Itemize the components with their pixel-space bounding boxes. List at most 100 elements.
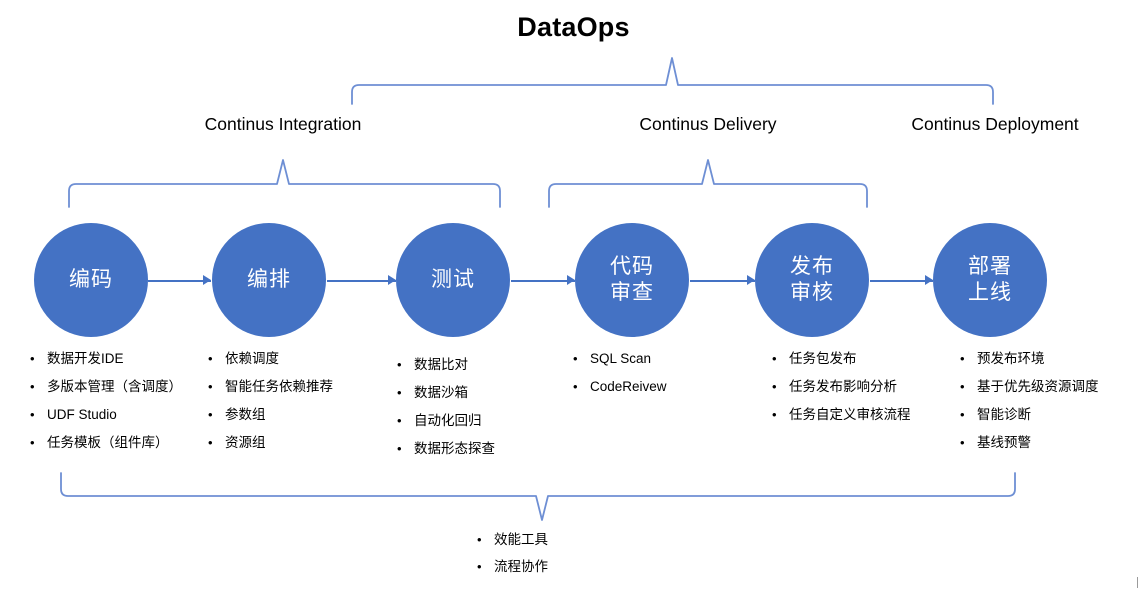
list-item-label: 数据比对 <box>414 357 468 372</box>
list-item-label: 数据形态探查 <box>414 441 495 456</box>
capability-list-deployment: • 预发布环境 • 基于优先级资源调度 • 智能诊断 • 基线预警 <box>960 352 1099 464</box>
bullet-dot-icon: • <box>477 532 482 547</box>
list-item-label: 数据开发IDE <box>47 351 124 366</box>
list-item-label: 任务发布影响分析 <box>789 379 897 394</box>
list-item-label: 智能诊断 <box>977 407 1031 422</box>
list-item-label: UDF Studio <box>47 407 117 422</box>
list-item-label: 多版本管理（含调度） <box>47 379 182 394</box>
capability-list-release-audit: • 任务包发布 • 任务发布影响分析 • 任务自定义审核流程 <box>772 352 911 436</box>
text-caret-artifact <box>1137 577 1138 588</box>
list-item: • 基线预警 <box>960 436 1099 464</box>
bullet-dot-icon: • <box>573 379 578 394</box>
bullet-dot-icon: • <box>397 357 402 372</box>
arrow-shaft <box>148 280 211 282</box>
bullet-dot-icon: • <box>960 435 965 450</box>
flow-node-testing[interactable]: 测试 <box>396 223 510 337</box>
flow-node-label-line: 审查 <box>610 281 654 304</box>
bullet-dot-icon: • <box>30 379 35 394</box>
list-item: • 数据比对 <box>397 358 495 386</box>
bullet-dot-icon: • <box>477 559 482 574</box>
list-item: • 多版本管理（含调度） <box>30 380 182 408</box>
bullet-dot-icon: • <box>208 351 213 366</box>
list-item: • UDF Studio <box>30 408 182 436</box>
flow-node-label-line: 审核 <box>790 281 834 304</box>
capability-list-code-review: • SQL Scan • CodeReivew <box>573 352 667 408</box>
list-item: • 智能任务依赖推荐 <box>208 380 333 408</box>
list-item-label: CodeReivew <box>590 379 667 394</box>
flow-node-coding[interactable]: 编码 <box>34 223 148 337</box>
shared-capability-list: • 效能工具 • 流程协作 <box>477 528 548 582</box>
bullet-dot-icon: • <box>30 351 35 366</box>
list-item-label: SQL Scan <box>590 351 652 366</box>
arrow-code-review-to-release-audit <box>690 275 755 286</box>
brace-top <box>351 57 994 105</box>
list-item: • 任务发布影响分析 <box>772 380 911 408</box>
list-item: • 参数组 <box>208 408 333 436</box>
arrow-coding-to-orchestration <box>148 275 211 286</box>
list-item: • 智能诊断 <box>960 408 1099 436</box>
list-item-label: 资源组 <box>225 435 266 450</box>
flow-node-label-line: 测试 <box>431 268 475 292</box>
flow-node-label-line: 发布 <box>790 255 834 279</box>
list-item-label: 效能工具 <box>494 532 548 547</box>
flow-node-label-line: 编排 <box>247 268 291 292</box>
list-item: • CodeReivew <box>573 380 667 408</box>
list-item-label: 基于优先级资源调度 <box>977 379 1099 394</box>
arrow-shaft <box>511 280 575 282</box>
list-item-label: 流程协作 <box>494 559 548 574</box>
list-item: • 任务包发布 <box>772 352 911 380</box>
bullet-dot-icon: • <box>960 407 965 422</box>
list-item: • 预发布环境 <box>960 352 1099 380</box>
bullet-dot-icon: • <box>573 351 578 366</box>
arrow-shaft <box>690 280 755 282</box>
list-item-label: 依赖调度 <box>225 351 279 366</box>
list-item: • 基于优先级资源调度 <box>960 380 1099 408</box>
bullet-dot-icon: • <box>772 379 777 394</box>
brace-integration <box>68 159 501 208</box>
flow-node-label-line: 部署 <box>968 255 1012 279</box>
flow-node-orchestration[interactable]: 编排 <box>212 223 326 337</box>
page-title: DataOps <box>517 12 630 42</box>
bullet-dot-icon: • <box>30 407 35 422</box>
bullet-dot-icon: • <box>397 413 402 428</box>
list-item: • 任务模板（组件库） <box>30 436 182 464</box>
capability-list-testing: • 数据比对 • 数据沙箱 • 自动化回归 • 数据形态探查 <box>397 358 495 470</box>
flow-node-label-line: 代码 <box>610 255 654 279</box>
list-item: • 流程协作 <box>477 555 548 582</box>
list-item-label: 预发布环境 <box>977 351 1045 366</box>
arrow-shaft <box>870 280 933 282</box>
flow-node-deployment[interactable]: 部署 上线 <box>933 223 1047 337</box>
list-item: • 效能工具 <box>477 528 548 555</box>
bullet-dot-icon: • <box>30 435 35 450</box>
arrow-head <box>925 275 933 285</box>
list-item-label: 数据沙箱 <box>414 385 468 400</box>
arrow-release-audit-to-deployment <box>870 275 933 286</box>
list-item: • 数据开发IDE <box>30 352 182 380</box>
bullet-dot-icon: • <box>772 351 777 366</box>
brace-delivery <box>548 159 868 208</box>
flow-node-release-audit[interactable]: 发布 审核 <box>755 223 869 337</box>
list-item-label: 基线预警 <box>977 435 1031 450</box>
list-item-label: 任务模板（组件库） <box>47 435 169 450</box>
list-item: • 数据沙箱 <box>397 386 495 414</box>
list-item: • SQL Scan <box>573 352 667 380</box>
arrow-shaft <box>327 280 396 282</box>
list-item: • 依赖调度 <box>208 352 333 380</box>
section-label-deployment: Continus Deployment <box>911 114 1079 134</box>
flow-node-label-line: 上线 <box>968 281 1012 304</box>
bullet-dot-icon: • <box>208 407 213 422</box>
section-label-delivery: Continus Delivery <box>639 114 777 134</box>
list-item-label: 任务自定义审核流程 <box>789 407 911 422</box>
bullet-dot-icon: • <box>772 407 777 422</box>
bullet-dot-icon: • <box>208 435 213 450</box>
bullet-dot-icon: • <box>960 351 965 366</box>
list-item: • 任务自定义审核流程 <box>772 408 911 436</box>
list-item-label: 智能任务依赖推荐 <box>225 379 333 394</box>
section-label-integration: Continus Integration <box>204 114 362 134</box>
flow-node-code-review[interactable]: 代码 审查 <box>575 223 689 337</box>
capability-list-orchestration: • 依赖调度 • 智能任务依赖推荐 • 参数组 • 资源组 <box>208 352 333 464</box>
arrow-head <box>388 275 396 285</box>
bullet-dot-icon: • <box>960 379 965 394</box>
arrow-testing-to-code-review <box>511 275 575 286</box>
